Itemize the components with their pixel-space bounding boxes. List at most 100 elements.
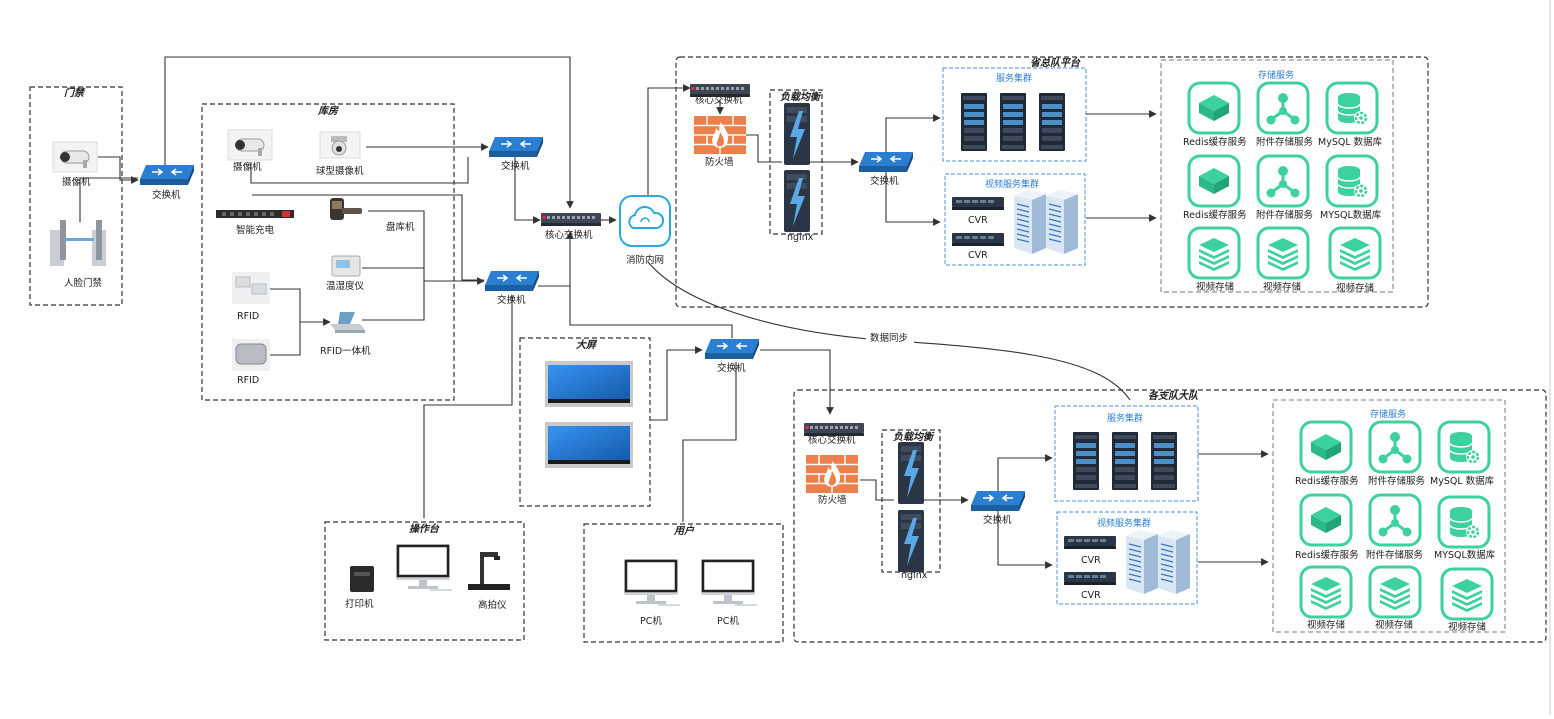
warehouse-group-title: 库房 [317, 105, 339, 117]
hq-group-box [675, 56, 1429, 308]
branch-group-title: 各支队大队 [1148, 390, 1199, 402]
door-camera-label: 摄像机 [62, 176, 91, 188]
monitor-icon [699, 557, 759, 608]
hq-storage-box [1160, 59, 1394, 293]
connection-lines [79, 56, 1269, 569]
branch-video-cluster-title: 视频服务集群 [1097, 517, 1151, 529]
layers-icon [1330, 228, 1380, 278]
storage-array-icon [1157, 529, 1191, 595]
big-screen-switch-label: 交换机 [717, 362, 746, 374]
database-icon [1439, 497, 1489, 547]
warehouse-switch-label-1: 交换机 [501, 160, 530, 172]
server-rack-icon [1000, 93, 1026, 151]
branch-nginx-label: nginx [901, 570, 928, 581]
camera-icon [52, 141, 98, 173]
core-switch-label: 核心交换机 [545, 229, 593, 241]
branch-storage-box [1272, 399, 1506, 633]
handheld-scanner-icon [330, 198, 362, 220]
nginx-server-icon [784, 103, 810, 165]
layers-icon [1442, 569, 1492, 619]
server-rack-icon [1112, 432, 1138, 490]
branch-service-cluster-title: 服务集群 [1107, 412, 1143, 424]
share-node-icon [1258, 156, 1308, 206]
switch-icon [139, 164, 195, 186]
server-rack-icon [1151, 432, 1177, 490]
hq-switch-label: 交换机 [870, 175, 899, 187]
rfid-label-2: RFID [237, 375, 259, 386]
hq-service-cluster-title: 服务集群 [996, 72, 1032, 84]
rfid-reader-icon [330, 312, 365, 333]
layers-icon [1301, 567, 1351, 617]
nginx-server-icon [898, 442, 924, 504]
server-rack-icon [1039, 93, 1065, 151]
console-group-title: 操作台 [409, 523, 440, 535]
user-group-title: 用户 [673, 525, 695, 537]
face-gate-label: 人脸门禁 [64, 277, 103, 289]
storage-array-icon [1125, 529, 1159, 595]
hq-video-storage-label-1: 视频存储 [1196, 281, 1235, 293]
storage-array-icon [1013, 189, 1047, 255]
database-icon [1439, 422, 1489, 472]
branch-mysql-label-2: MYSQL数据库 [1434, 549, 1496, 561]
redis-icon [1301, 495, 1351, 545]
branch-core-switch-label: 核心交换机 [808, 434, 856, 446]
branch-cvr-label-1: CVR [1081, 555, 1101, 566]
rfid-tag-icon [232, 272, 270, 304]
scanner-label: 高拍仪 [478, 599, 507, 611]
storage-array-icon [1045, 189, 1079, 255]
branch-service-cluster-box [1054, 405, 1199, 502]
temp-humidity-label: 温湿度仪 [326, 280, 365, 292]
hq-nginx-label: nginx [787, 232, 814, 243]
pc-label-2: PC机 [717, 615, 739, 627]
hq-cvr-label-1: CVR [968, 215, 988, 226]
share-node-icon [1258, 83, 1308, 133]
switch-icon [970, 490, 1026, 512]
warehouse-camera-label: 摄像机 [233, 161, 262, 173]
big-screen-group-title: 大屏 [576, 339, 598, 351]
server-rack-icon [1073, 432, 1099, 490]
printer-label: 打印机 [345, 598, 374, 610]
hq-lb-title: 负载均衡 [780, 91, 822, 103]
rfid-tag-icon [232, 339, 270, 371]
layers-icon [1370, 567, 1420, 617]
door-group-box [29, 86, 123, 306]
camera-icon [227, 129, 273, 161]
hq-video-cluster-box [944, 173, 1086, 266]
hq-core-switch-label: 核心交换机 [695, 94, 743, 106]
switch-icon [858, 151, 914, 173]
hq-attach-label-2: 附件存储服务 [1256, 209, 1314, 221]
share-node-icon [1370, 422, 1420, 472]
layers-icon [1258, 228, 1308, 278]
branch-video-storage-label-3: 视频存储 [1448, 621, 1487, 633]
database-icon [1327, 83, 1377, 133]
branch-redis-label-2: Redis缓存服务 [1295, 549, 1359, 561]
hq-cvr-label-2: CVR [968, 250, 988, 261]
branch-storage-title: 存储服务 [1370, 408, 1406, 420]
branch-mysql-label-1: MySQL 数据库 [1430, 475, 1495, 487]
branch-lb-box [881, 429, 941, 573]
rfid-label-1: RFID [237, 311, 259, 322]
fire-net-label: 消防内网 [626, 254, 664, 266]
monitor-icon [622, 557, 682, 608]
warehouse-group-box [201, 103, 455, 401]
cvr-icon [952, 197, 1004, 210]
branch-redis-label-1: Redis缓存服务 [1295, 475, 1359, 487]
dome-camera-icon [319, 131, 361, 159]
face-gate-icon [50, 220, 106, 266]
layers-icon [1189, 228, 1239, 278]
cvr-icon [952, 233, 1004, 246]
hq-video-storage-label-3: 视频存储 [1336, 282, 1375, 294]
branch-attach-label-2: 附件存储服务 [1366, 549, 1424, 561]
dome-camera-label: 球型摄像机 [316, 165, 364, 177]
console-group-box [324, 521, 525, 641]
data-sync-label: 数据同步 [870, 332, 908, 344]
server-rack-icon [961, 93, 987, 151]
hq-mysql-label-1: MySQL 数据库 [1318, 136, 1383, 148]
door-switch-label: 交换机 [152, 189, 181, 201]
document-camera-icon [468, 552, 510, 590]
branch-attach-label-1: 附件存储服务 [1368, 475, 1426, 487]
redis-icon [1189, 156, 1239, 206]
redis-icon [1189, 83, 1239, 133]
branch-video-storage-label-2: 视频存储 [1375, 619, 1414, 631]
